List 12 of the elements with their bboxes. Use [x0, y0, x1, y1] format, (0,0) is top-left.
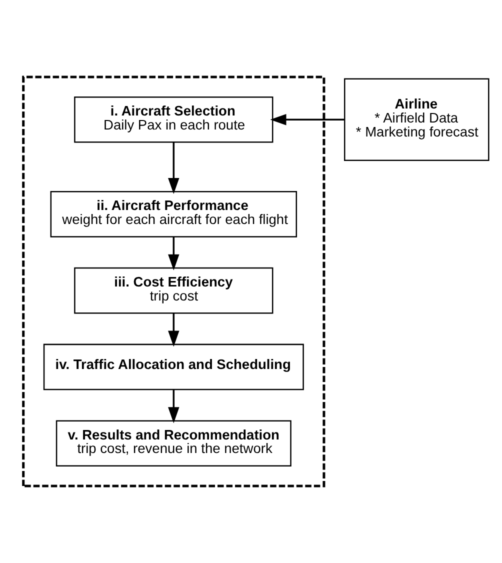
node-box: iv. Traffic Allocation and Scheduling — [43, 344, 304, 390]
arrow — [168, 236, 180, 270]
arrow — [168, 390, 180, 424]
node-box: i. Aircraft Selection Daily Pax in each route — [74, 96, 274, 143]
node-box: Airline * Airfield Data * Marketing forecast — [344, 78, 490, 161]
node-box: iii. Cost Efficiency trip cost — [74, 267, 274, 314]
node-box: v. Results and Recommendation trip cost, revenue in the network — [56, 420, 292, 467]
node-box: ii. Aircraft Performance weight for each aircraft for each flight — [50, 191, 298, 238]
arrow — [168, 142, 180, 194]
cluster — [22, 76, 326, 488]
arrow — [270, 114, 344, 126]
arrow — [168, 313, 180, 347]
